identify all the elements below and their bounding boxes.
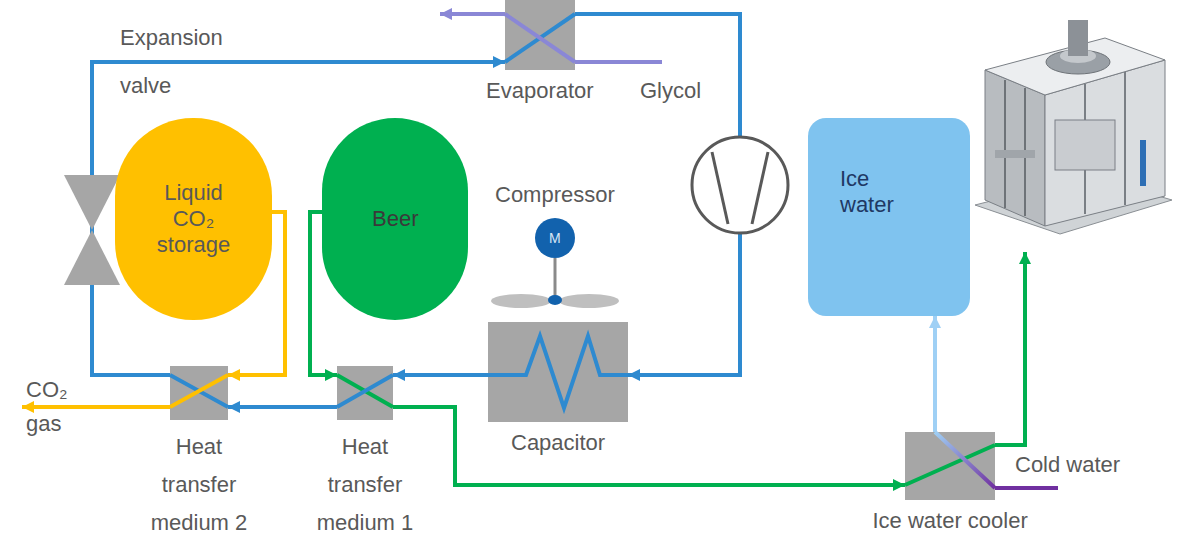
compressor-symbol: [752, 152, 768, 224]
compressor-symbol: [692, 137, 788, 233]
glycol-pipe: [440, 12, 505, 16]
fan-shaft: [554, 258, 557, 298]
component-label: Evaporator: [486, 78, 594, 104]
fan-blade: [491, 294, 551, 308]
pipe-connector: [933, 316, 937, 432]
heat-exchanger-box: Heat transfer medium 1: [337, 366, 393, 420]
condenser-box: Capacitor: [488, 322, 628, 422]
component-label: Heat transfer medium 2: [144, 428, 254, 542]
pipe-connector: [393, 407, 905, 485]
component-label: Compressor: [495, 182, 615, 208]
exchanger-flow-lines: [170, 366, 228, 420]
component-label: Capacitor: [511, 430, 605, 456]
fan-hub: [548, 295, 562, 305]
heat-exchanger-box: Ice water cooler: [905, 432, 995, 500]
pipe-connector: [92, 62, 505, 375]
exchanger-flow-lines: [505, 0, 575, 70]
fluid-label: Cold water: [1015, 452, 1120, 478]
machine-feed-pipe: [995, 252, 1025, 445]
tank-label: Beer: [372, 206, 418, 232]
cold-water-pipe: [995, 486, 1058, 490]
storage-tank: Liquid CO₂ storage: [115, 118, 272, 320]
valve-symbol: [64, 230, 120, 285]
tank-label: Ice water: [840, 166, 918, 218]
fan-blade: [559, 294, 619, 308]
heat-exchanger-box: Heat transfer medium 2: [170, 366, 228, 420]
exchanger-flow-lines: [905, 432, 995, 500]
pipe-connector: [393, 373, 488, 377]
beer-tank: Beer: [322, 118, 468, 320]
valve-label: Expansion valve: [120, 14, 230, 110]
motor-letter: M: [549, 230, 561, 246]
tank-label: Liquid CO₂ storage: [148, 180, 240, 258]
gas-outlet-pipe: [22, 405, 170, 409]
component-label: Heat transfer medium 1: [310, 428, 420, 542]
fluid-label: CO₂ gas: [26, 373, 82, 441]
motor-symbol: CompressorM: [535, 218, 575, 258]
heat-exchanger-box: Evaporator: [505, 0, 575, 70]
machine-illustration: [975, 20, 1172, 234]
component-label: Ice water cooler: [873, 508, 1028, 534]
compressor-symbol: [712, 152, 728, 224]
valve-symbol: [64, 175, 120, 230]
fluid-label: Glycol: [640, 78, 701, 104]
pipe-connector: [228, 405, 337, 409]
exchanger-flow-lines: [337, 366, 393, 420]
exchanger-flow-lines: [488, 322, 628, 422]
ice-water-tank: Ice water: [808, 118, 970, 316]
glycol-pipe: [575, 60, 662, 64]
